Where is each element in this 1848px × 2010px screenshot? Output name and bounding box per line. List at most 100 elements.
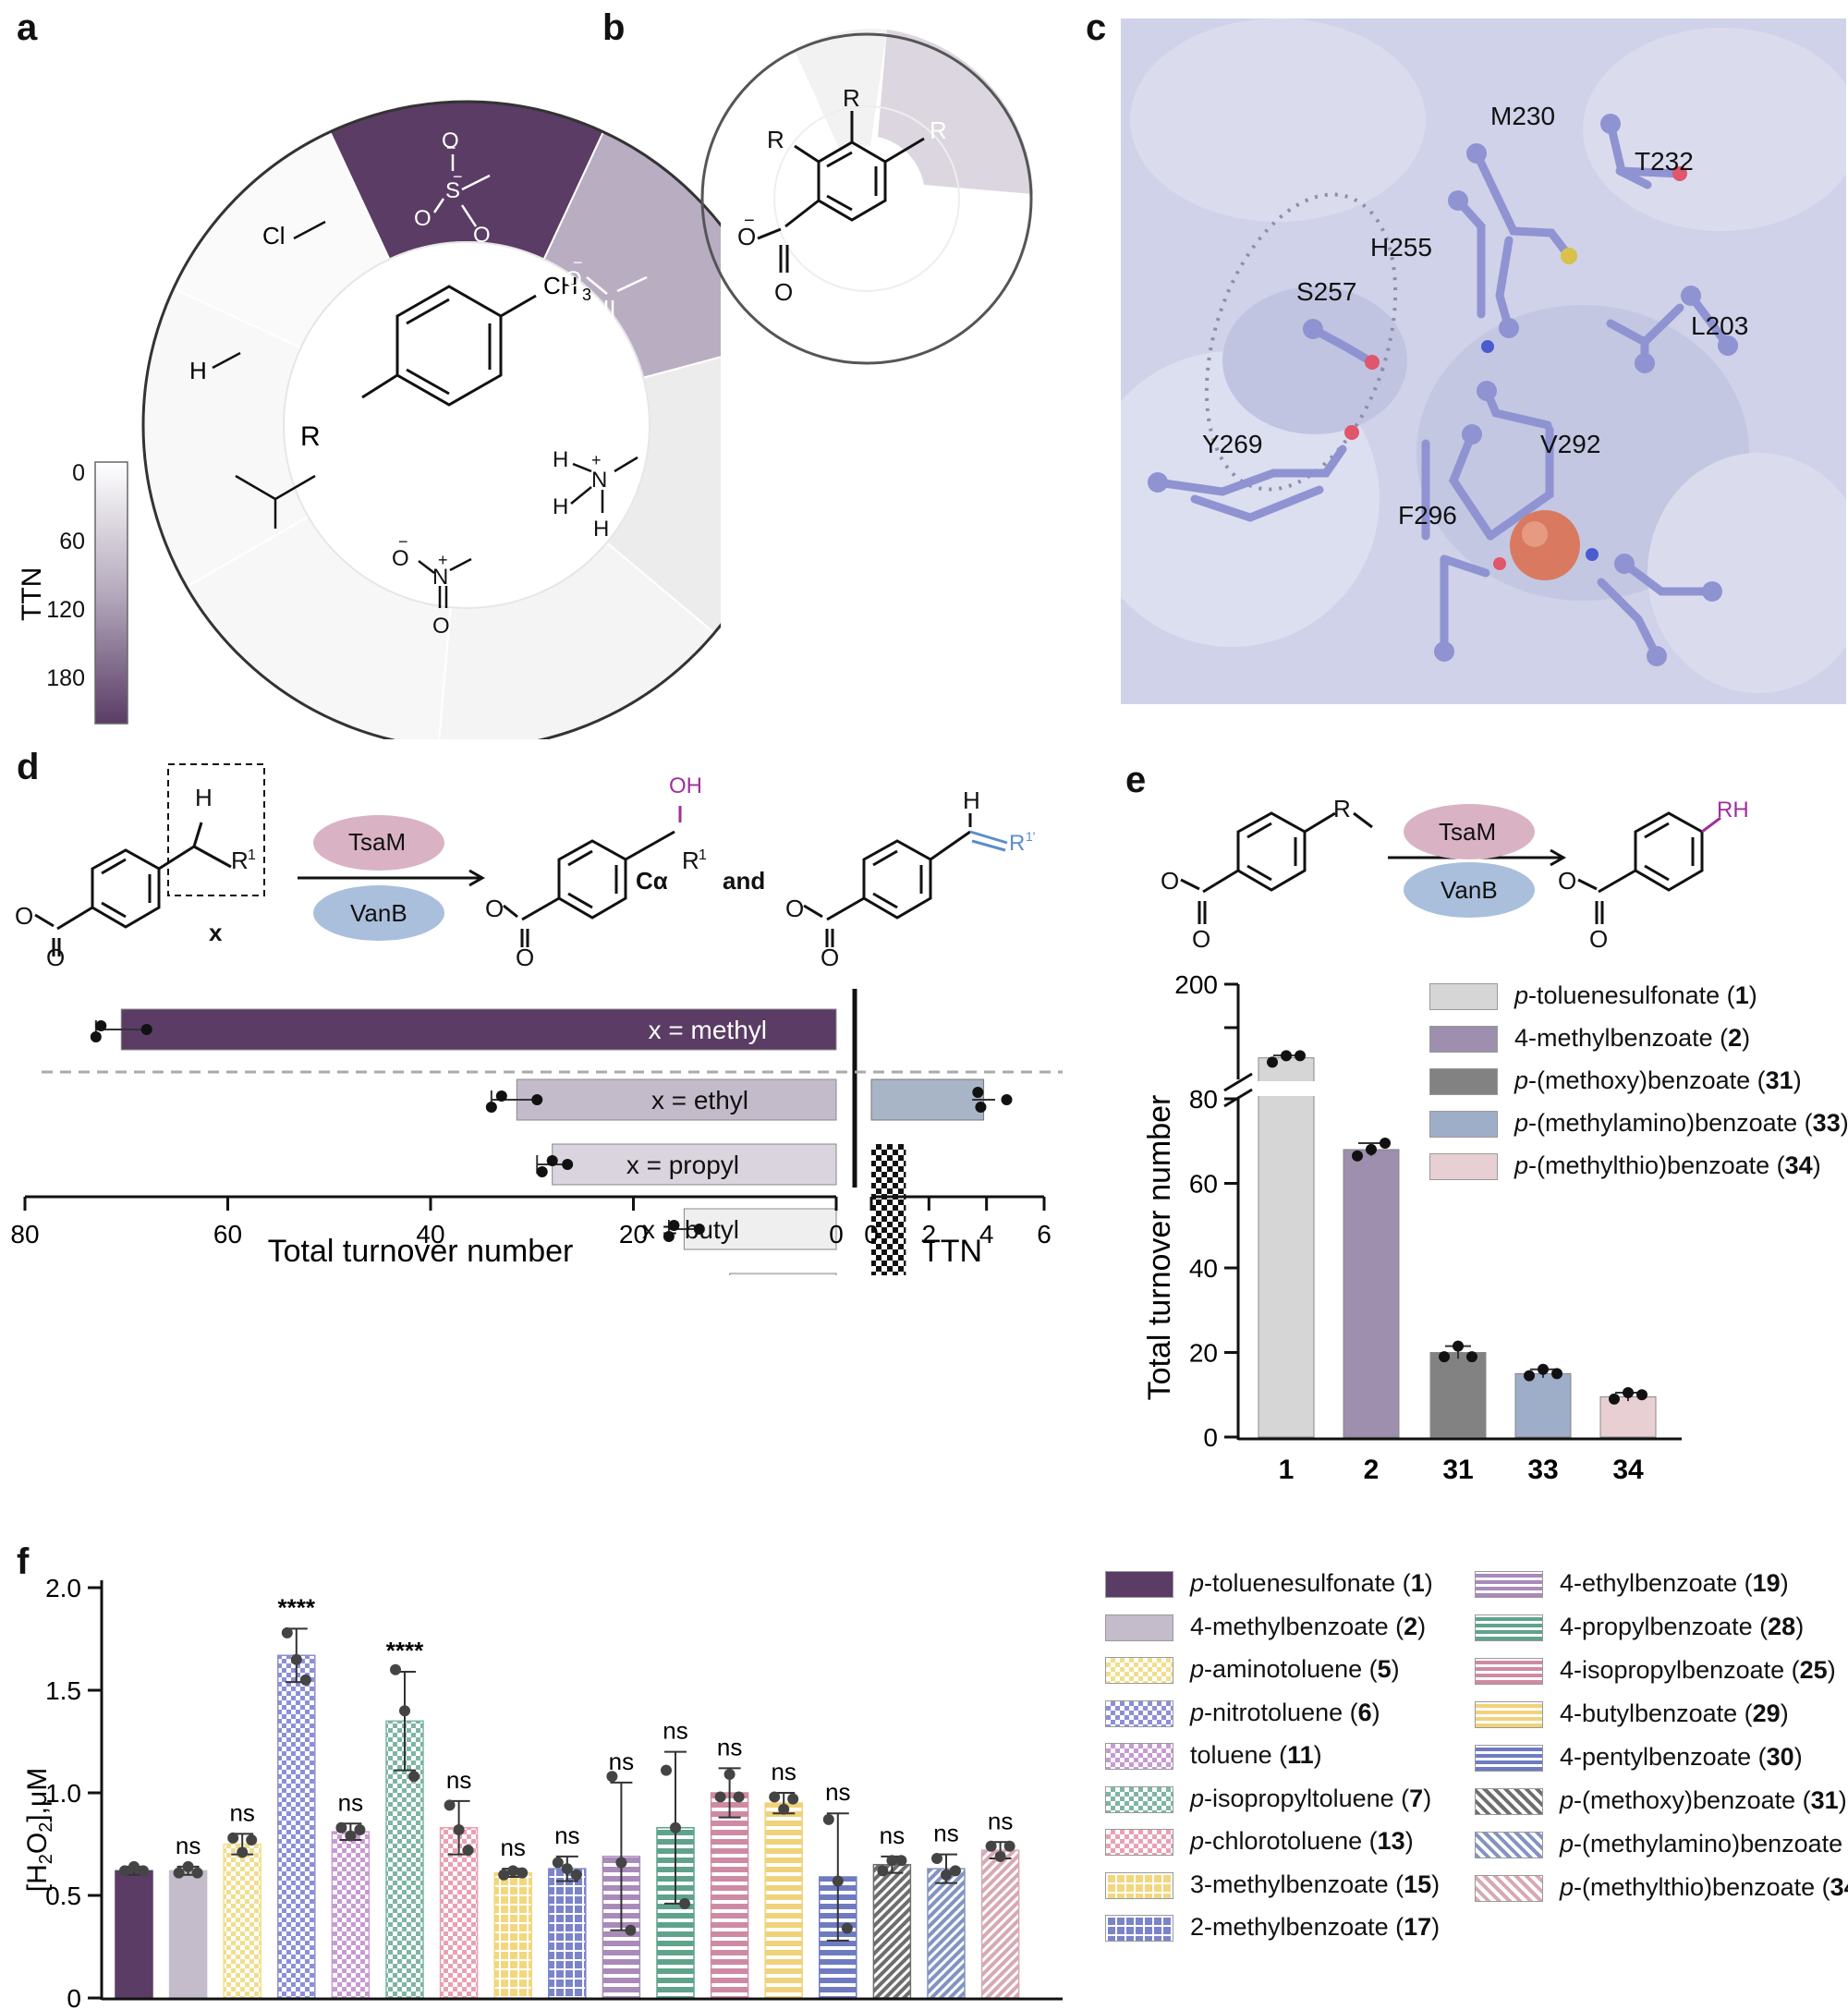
b-r2: R (767, 126, 784, 153)
ammonium-h1: H (553, 447, 568, 472)
residue-l203: L203 (1691, 311, 1748, 340)
legend-swatch (1475, 1875, 1543, 1902)
e-enzyme-vanb: VanB (1441, 876, 1498, 904)
f-significance-8: ns (554, 1821, 579, 1849)
legend-swatch (1475, 1701, 1543, 1728)
f-point-11-0 (714, 1791, 726, 1803)
f-point-13-2 (841, 1922, 853, 1934)
e-point-1-0 (1352, 1150, 1363, 1162)
legend-swatch (1475, 1658, 1543, 1685)
d-right-point-0-1 (1001, 1094, 1013, 1105)
d-point-0-1 (95, 1020, 107, 1031)
e-yticklabel-3: 60 (1189, 1170, 1218, 1199)
f-point-1-2 (191, 1867, 203, 1879)
e-point-4-0 (1609, 1393, 1620, 1405)
d-bar-1 (516, 1078, 837, 1121)
e-point-2-1 (1453, 1340, 1464, 1352)
d-point-2-1 (546, 1155, 558, 1166)
ch3-label: CH (543, 272, 578, 299)
e-r: R (1333, 795, 1351, 822)
f-point-9-2 (625, 1924, 637, 1936)
e-o2: O (1192, 925, 1210, 953)
e-point-4-2 (1636, 1389, 1647, 1401)
e-break-gap (1255, 1081, 1318, 1096)
d-o1: O (15, 902, 33, 930)
d-o3: O (485, 895, 504, 922)
e-yticklabel-2: 40 (1189, 1254, 1218, 1283)
f-significance-10: ns (663, 1717, 687, 1745)
e-yticklabel-0: 0 (1203, 1423, 1218, 1452)
e-point-0-1 (1281, 1050, 1292, 1062)
f-bar-15 (493, 1871, 532, 1999)
f-point-16-0 (985, 1840, 997, 1852)
f-point-9-0 (606, 1771, 618, 1783)
f-point-7-1 (507, 1865, 519, 1877)
f-point-16-1 (994, 1850, 1006, 1862)
f-bar-2 (168, 1870, 208, 1999)
cl-label: Cl (262, 222, 286, 250)
legend-label: toluene (11) (1190, 1741, 1322, 1769)
legend-swatch (1429, 1068, 1498, 1095)
d-r1-product: R (682, 847, 699, 874)
legend-label: p-(methoxy)benzoate (31) (1560, 1786, 1847, 1814)
toluene-structure (361, 285, 537, 407)
f-bar-6 (277, 1654, 316, 1999)
f-significance-2: ns (229, 1798, 254, 1826)
svg-text:1: 1 (699, 847, 707, 863)
e-point-0-0 (1267, 1056, 1278, 1068)
f-significance-3: **** (278, 1593, 316, 1621)
r-label: R (300, 421, 321, 452)
colorbar-tick-60: 60 (59, 529, 85, 554)
e-xtick-4: 34 (1612, 1455, 1644, 1485)
residue-y269: Y269 (1202, 430, 1262, 458)
svg-text:+: + (591, 451, 602, 469)
f-yticklabel-1: 0.5 (45, 1882, 81, 1910)
d-right-ticklabel-3: 6 (1037, 1220, 1052, 1249)
colorbar-tick-180: 180 (46, 665, 85, 691)
e-point-0-2 (1295, 1050, 1306, 1062)
f-point-2-1 (237, 1846, 249, 1858)
d-bar-label-3: x = butyl (642, 1215, 739, 1244)
e-point-1-2 (1380, 1138, 1391, 1150)
f-point-10-2 (679, 1897, 690, 1909)
legend-swatch (1429, 1153, 1498, 1180)
e-o3: O (1558, 867, 1576, 895)
d-point-0-0 (90, 1031, 102, 1042)
f-point-3-0 (281, 1626, 293, 1638)
e-point-4-1 (1623, 1386, 1634, 1398)
f-point-13-1 (832, 1875, 844, 1887)
f-point-5-0 (390, 1663, 401, 1675)
svg-text:1': 1' (1026, 829, 1035, 844)
e-yticklabel-4: 80 (1189, 1085, 1218, 1114)
legend-swatch (1475, 1614, 1543, 1641)
f-point-15-1 (941, 1869, 952, 1881)
f-point-16-2 (1003, 1840, 1015, 1852)
h-label: H (189, 357, 207, 384)
f-point-7-0 (498, 1869, 510, 1881)
e-ylabel: Total turnover number (1142, 1095, 1177, 1401)
carboxylate-o2: O (599, 328, 616, 353)
residue-v292: V292 (1540, 430, 1600, 458)
legend-swatch (1105, 1657, 1173, 1684)
b-o1: O (737, 223, 756, 250)
residue-f296: F296 (1398, 501, 1457, 530)
legend-swatch (1475, 1788, 1543, 1815)
svg-text:+: + (438, 551, 448, 569)
panel-label-a: a (17, 7, 38, 48)
d-r1: R (231, 847, 249, 874)
svg-text:−: − (573, 253, 583, 272)
f-point-7-2 (517, 1867, 529, 1879)
f-point-10-0 (661, 1764, 672, 1776)
e-point-2-0 (1439, 1351, 1450, 1363)
legend-label: 4-isopropylbenzoate (25) (1560, 1656, 1836, 1684)
sulfonate-s: S (445, 178, 460, 203)
f-point-1-0 (173, 1867, 185, 1879)
f-point-3-2 (299, 1674, 311, 1686)
panel-label-f: f (17, 1541, 30, 1582)
f-point-11-1 (723, 1769, 736, 1781)
e-yticklabel-1: 20 (1189, 1339, 1218, 1368)
panel-label-c: c (1086, 7, 1107, 48)
d-o5: O (785, 895, 804, 922)
